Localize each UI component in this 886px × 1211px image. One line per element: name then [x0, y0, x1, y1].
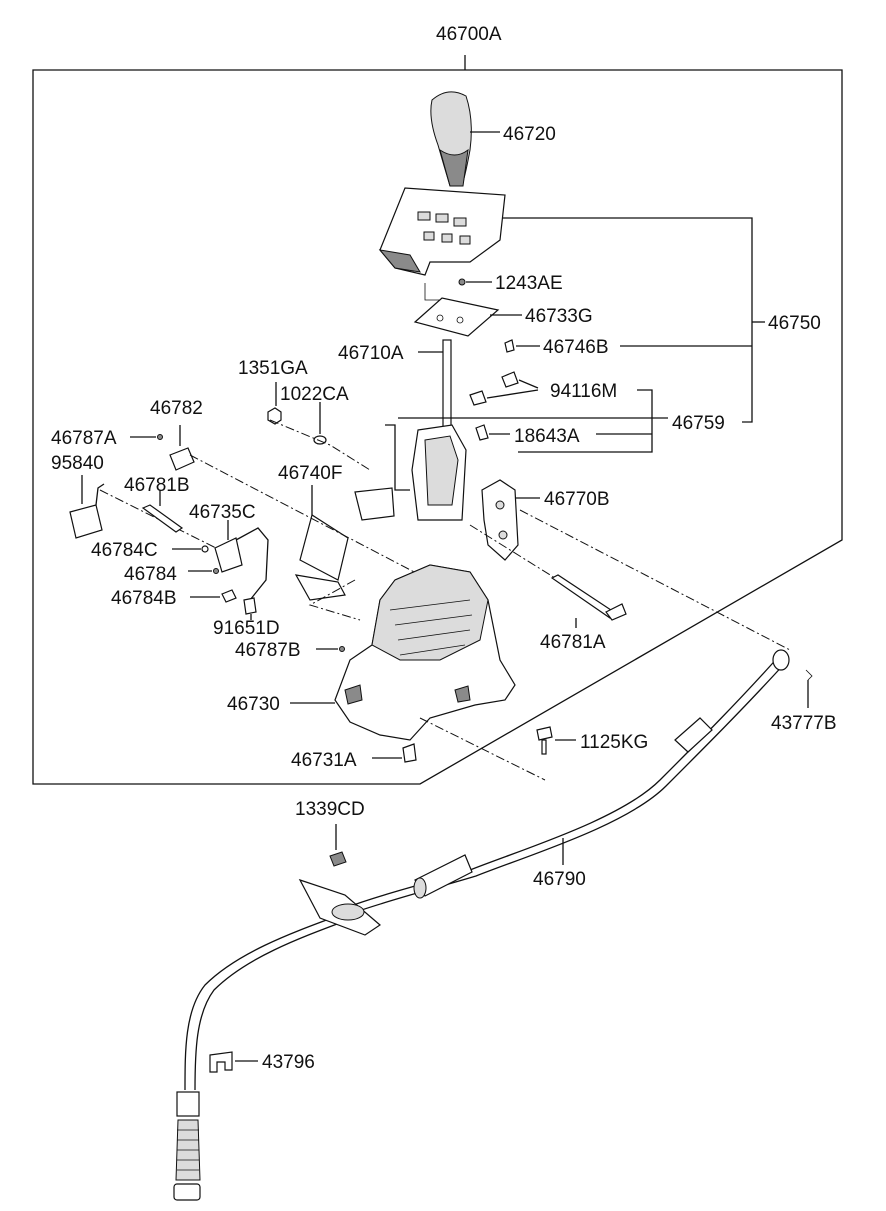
pin-46781a[interactable] — [550, 574, 627, 628]
label-1351ga[interactable]: 1351GA — [238, 358, 308, 379]
clip-46746b[interactable] — [504, 339, 752, 353]
label-46759[interactable]: 46759 — [672, 413, 725, 434]
label-46770b[interactable]: 46770B — [544, 489, 610, 510]
screw-46787a[interactable] — [130, 434, 163, 440]
label-46746b[interactable]: 46746B — [543, 337, 609, 358]
bushing-94116m-b[interactable] — [469, 390, 487, 406]
shift-lever-rod[interactable] — [418, 339, 452, 431]
block-46731a[interactable] — [372, 743, 417, 763]
indicator-bezel[interactable] — [378, 187, 765, 423]
detent-plate[interactable] — [481, 479, 540, 561]
pin-46784c[interactable] — [172, 545, 209, 553]
lever-mechanism[interactable] — [354, 424, 467, 521]
label-46720[interactable]: 46720 — [503, 124, 556, 145]
label-1022ca[interactable]: 1022CA — [280, 384, 349, 405]
label-46787a[interactable]: 46787A — [51, 428, 117, 449]
label-46750[interactable]: 46750 — [768, 313, 821, 334]
label-43796[interactable]: 43796 — [262, 1052, 315, 1073]
spring-46784[interactable] — [188, 568, 219, 574]
part-labels: 46700A 46720 1243AE 46733G 46750 46710A … — [51, 24, 837, 1073]
rod-46781b[interactable] — [141, 490, 184, 533]
label-46787b[interactable]: 46787B — [235, 640, 301, 661]
label-46784[interactable]: 46784 — [124, 564, 177, 585]
label-46700a[interactable]: 46700A — [436, 24, 502, 45]
bushing-94116m-a[interactable] — [501, 371, 519, 388]
switch-95840[interactable] — [69, 475, 105, 539]
label-46790[interactable]: 46790 — [533, 869, 586, 890]
actuator-46735c[interactable] — [214, 520, 269, 601]
label-46781a[interactable]: 46781A — [540, 632, 606, 653]
label-46731a[interactable]: 46731A — [291, 750, 357, 771]
shifter-base[interactable] — [290, 564, 516, 741]
label-91651d[interactable]: 91651D — [213, 618, 280, 639]
label-1339cd[interactable]: 1339CD — [295, 799, 365, 820]
screw-1243ae[interactable] — [424, 278, 492, 301]
connector-91651d[interactable] — [243, 597, 257, 620]
assembly-frame — [32, 55, 843, 785]
label-1125kg[interactable]: 1125KG — [580, 732, 648, 753]
clip-43796[interactable] — [209, 1051, 258, 1073]
screw-46787b[interactable] — [316, 646, 345, 652]
clip-43777b[interactable] — [805, 669, 813, 708]
label-46784c[interactable]: 46784C — [91, 540, 158, 561]
plate-46733g[interactable] — [413, 297, 522, 337]
solenoid-46782[interactable] — [169, 425, 195, 471]
clip-46784b[interactable] — [190, 589, 237, 603]
washer-1022ca[interactable] — [313, 402, 327, 445]
label-46781b[interactable]: 46781B — [124, 475, 190, 496]
bolt-1125kg[interactable] — [536, 726, 576, 755]
grommet-1339cd[interactable] — [298, 824, 381, 936]
label-46730[interactable]: 46730 — [227, 694, 280, 715]
label-46782[interactable]: 46782 — [150, 398, 203, 419]
label-43777b[interactable]: 43777B — [771, 713, 837, 734]
label-94116m[interactable]: 94116M — [550, 381, 617, 402]
label-95840[interactable]: 95840 — [51, 453, 104, 474]
label-46733g[interactable]: 46733G — [525, 306, 593, 327]
shift-cable[interactable] — [173, 649, 790, 1201]
shift-knob[interactable] — [430, 91, 500, 187]
label-46740f[interactable]: 46740F — [278, 463, 342, 484]
label-18643a[interactable]: 18643A — [514, 426, 580, 447]
pin-18643a[interactable] — [475, 424, 510, 441]
label-46784b[interactable]: 46784B — [111, 588, 177, 609]
bracket-46740f[interactable] — [294, 485, 349, 601]
label-46735c[interactable]: 46735C — [189, 502, 256, 523]
label-1243ae[interactable]: 1243AE — [495, 273, 563, 294]
label-46710a[interactable]: 46710A — [338, 343, 404, 364]
